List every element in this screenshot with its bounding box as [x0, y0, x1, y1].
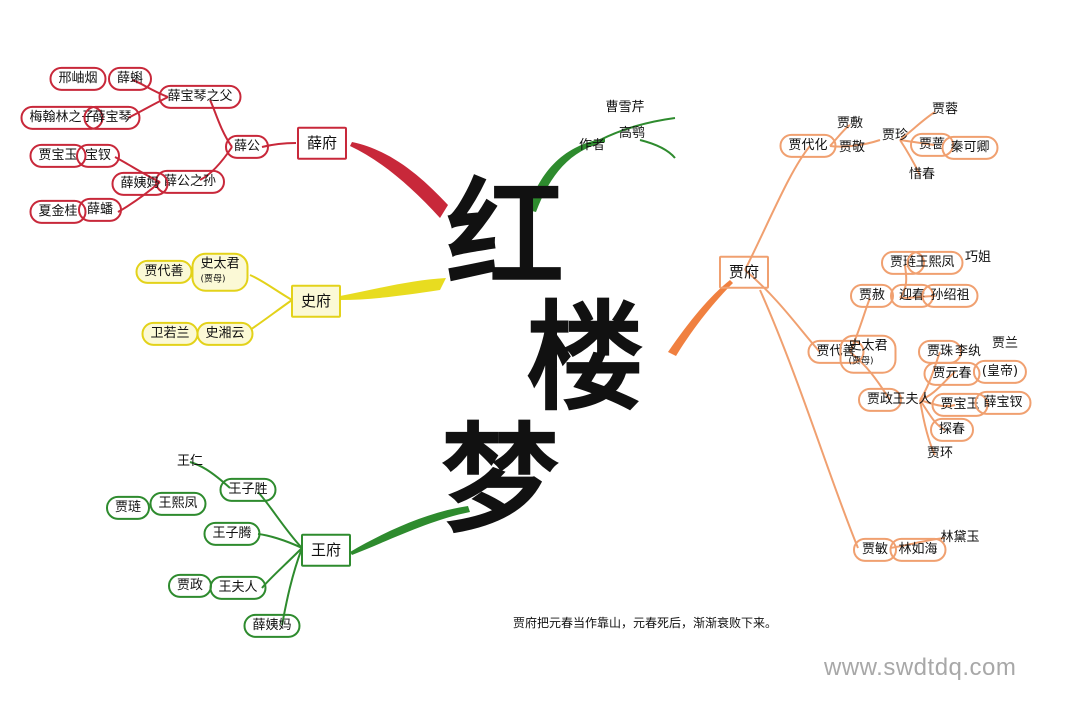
jia-jiahuan: 贾环	[926, 445, 954, 461]
xue-xuebaoqin: 薛宝琴	[83, 105, 141, 131]
jia-emperor: (皇帝)	[972, 359, 1028, 385]
title-char-lou: 楼	[525, 289, 645, 427]
jia-shitaijun: 史太君 (贾母)	[839, 334, 897, 374]
shi-weiruolan: 卫若兰	[141, 321, 199, 347]
jia-jialan: 贾兰	[991, 335, 1019, 351]
shi-main-branch	[340, 278, 446, 300]
wang-hub: 王府	[300, 533, 352, 567]
wang-xueyima: 薛姨妈	[243, 613, 301, 639]
jia-main-branch	[668, 280, 733, 356]
jia-xichun: 惜春	[908, 166, 936, 182]
jia-jiadaihua: 贾代化	[779, 133, 837, 159]
xue-xueyima: 薛姨妈	[111, 171, 169, 197]
author-label: 作者	[578, 137, 606, 153]
jia-baochai: 薛宝钗	[974, 390, 1032, 416]
wang-wangziteng: 王子腾	[203, 521, 261, 547]
jia-sunshaozu: 孙绍祖	[921, 283, 979, 309]
jia-linruhai: 林如海	[889, 537, 947, 563]
jia-jiafu: 贾敷	[836, 115, 864, 131]
jia-shitaijun-note: (贾母)	[848, 357, 874, 367]
author-caoxueqin: 曹雪芹	[605, 99, 645, 115]
wang-wangfuren: 王夫人	[209, 575, 267, 601]
jia-yuanchun: 贾元春	[923, 361, 981, 387]
wang-wangren: 王仁	[176, 453, 204, 469]
jia-jiazheng: 贾政	[857, 387, 903, 413]
jia-jiazhen: 贾珍	[881, 127, 909, 143]
jia-tanchun: 探春	[929, 417, 975, 443]
xue-xingxiuyan: 邢岫烟	[49, 66, 107, 92]
title-char-meng: 梦	[440, 411, 560, 549]
shi-shitaijun-label: 史太君	[200, 256, 240, 272]
shi-shixiangyun: 史湘云	[196, 321, 254, 347]
xue-xuegong: 薛公	[224, 134, 270, 160]
author-main-branch	[528, 138, 605, 212]
jia-jiajing: 贾敬	[838, 139, 866, 155]
jia-qiaojie: 巧姐	[964, 249, 992, 265]
xue-xuepan: 薛蟠	[77, 197, 123, 223]
xue-xueke: 薛蝌	[107, 66, 153, 92]
author-gaoe: 高鹗	[618, 125, 646, 141]
jia-daiyu: 林黛玉	[940, 529, 980, 545]
caption: 贾府把元春当作靠山，元春死后，渐渐衰败下来。	[513, 616, 778, 630]
shi-hub: 史府	[290, 284, 342, 318]
xue-meihanlin-son: 梅翰林之子	[20, 105, 104, 131]
jia-shitaijun-label: 史太君	[848, 338, 888, 354]
xue-hub: 薛府	[296, 126, 348, 160]
shi-shitaijun-note: (贾母)	[200, 275, 226, 285]
xue-main-branch	[350, 142, 448, 218]
wang-main-branch	[350, 506, 470, 555]
jia-jiashe: 贾赦	[849, 283, 895, 309]
xue-baoqin-father: 薛宝琴之父	[158, 84, 242, 110]
wang-wangzisheng: 王子胜	[219, 477, 277, 503]
jia-wangxifeng: 王熙凤	[906, 250, 964, 276]
watermark: www.swdtdq.com	[824, 654, 1017, 681]
wang-jialian: 贾琏	[105, 495, 151, 521]
title-char-hong: 红	[445, 166, 565, 304]
shi-shitaijun: 史太君 (贾母)	[191, 252, 249, 292]
jia-jiarong: 贾蓉	[931, 101, 959, 117]
jia-liwan: 李纨	[954, 343, 982, 359]
jia-hub: 贾府	[718, 255, 770, 289]
wang-wangxifeng: 王熙凤	[149, 491, 207, 517]
shi-jiadaishan: 贾代善	[135, 259, 193, 285]
wang-jiazheng: 贾政	[167, 573, 213, 599]
xue-baochai: 宝钗	[75, 143, 121, 169]
jia-qinkeqing: 秦可卿	[941, 135, 999, 161]
jia-wangfuren: 王夫人	[892, 391, 932, 407]
